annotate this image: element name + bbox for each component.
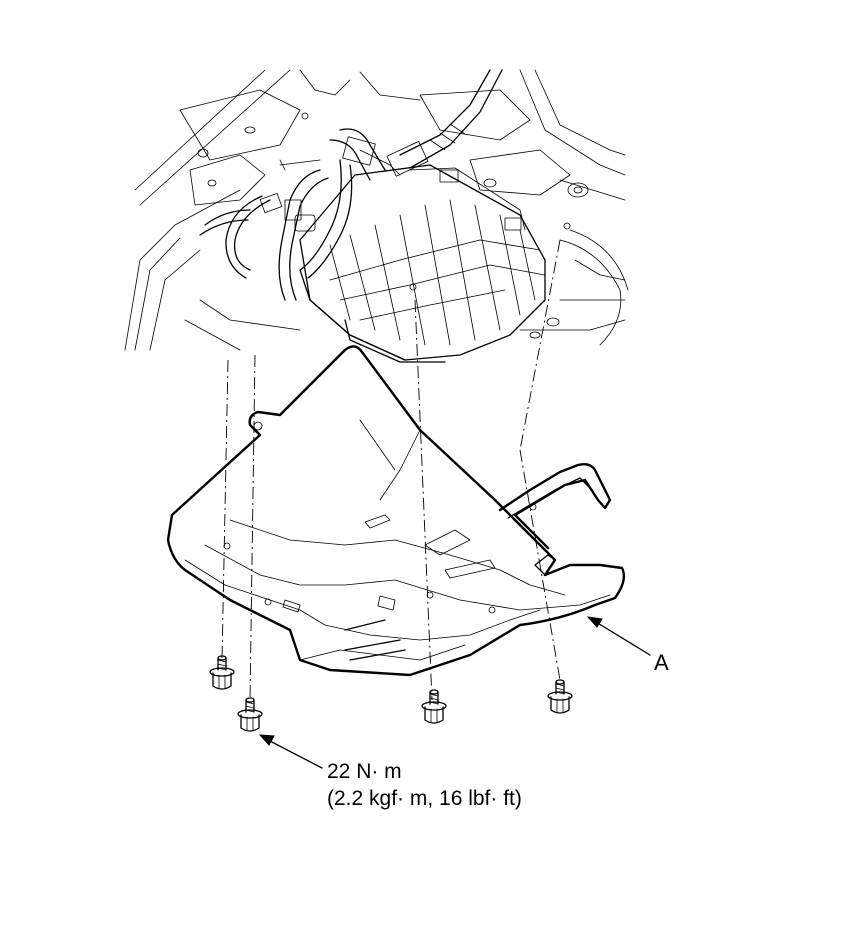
alignment-lines [221,239,561,701]
splash-shield [166,345,626,677]
flange-bolt [421,689,447,724]
callout-label-a: A [654,650,669,675]
hoses-harness [199,128,401,301]
vehicle-underbody [124,69,629,351]
callout-a-leader [586,616,651,656]
flange-bolt [237,697,263,732]
flange-bolt [209,655,235,690]
torque-leader [258,734,323,769]
torque-spec-line1: 22 N· m [327,760,402,783]
evap-canister [299,69,571,363]
flange-bolt [547,679,573,714]
torque-spec-line2: (2.2 kgf· m, 16 lbf· ft) [327,787,522,810]
